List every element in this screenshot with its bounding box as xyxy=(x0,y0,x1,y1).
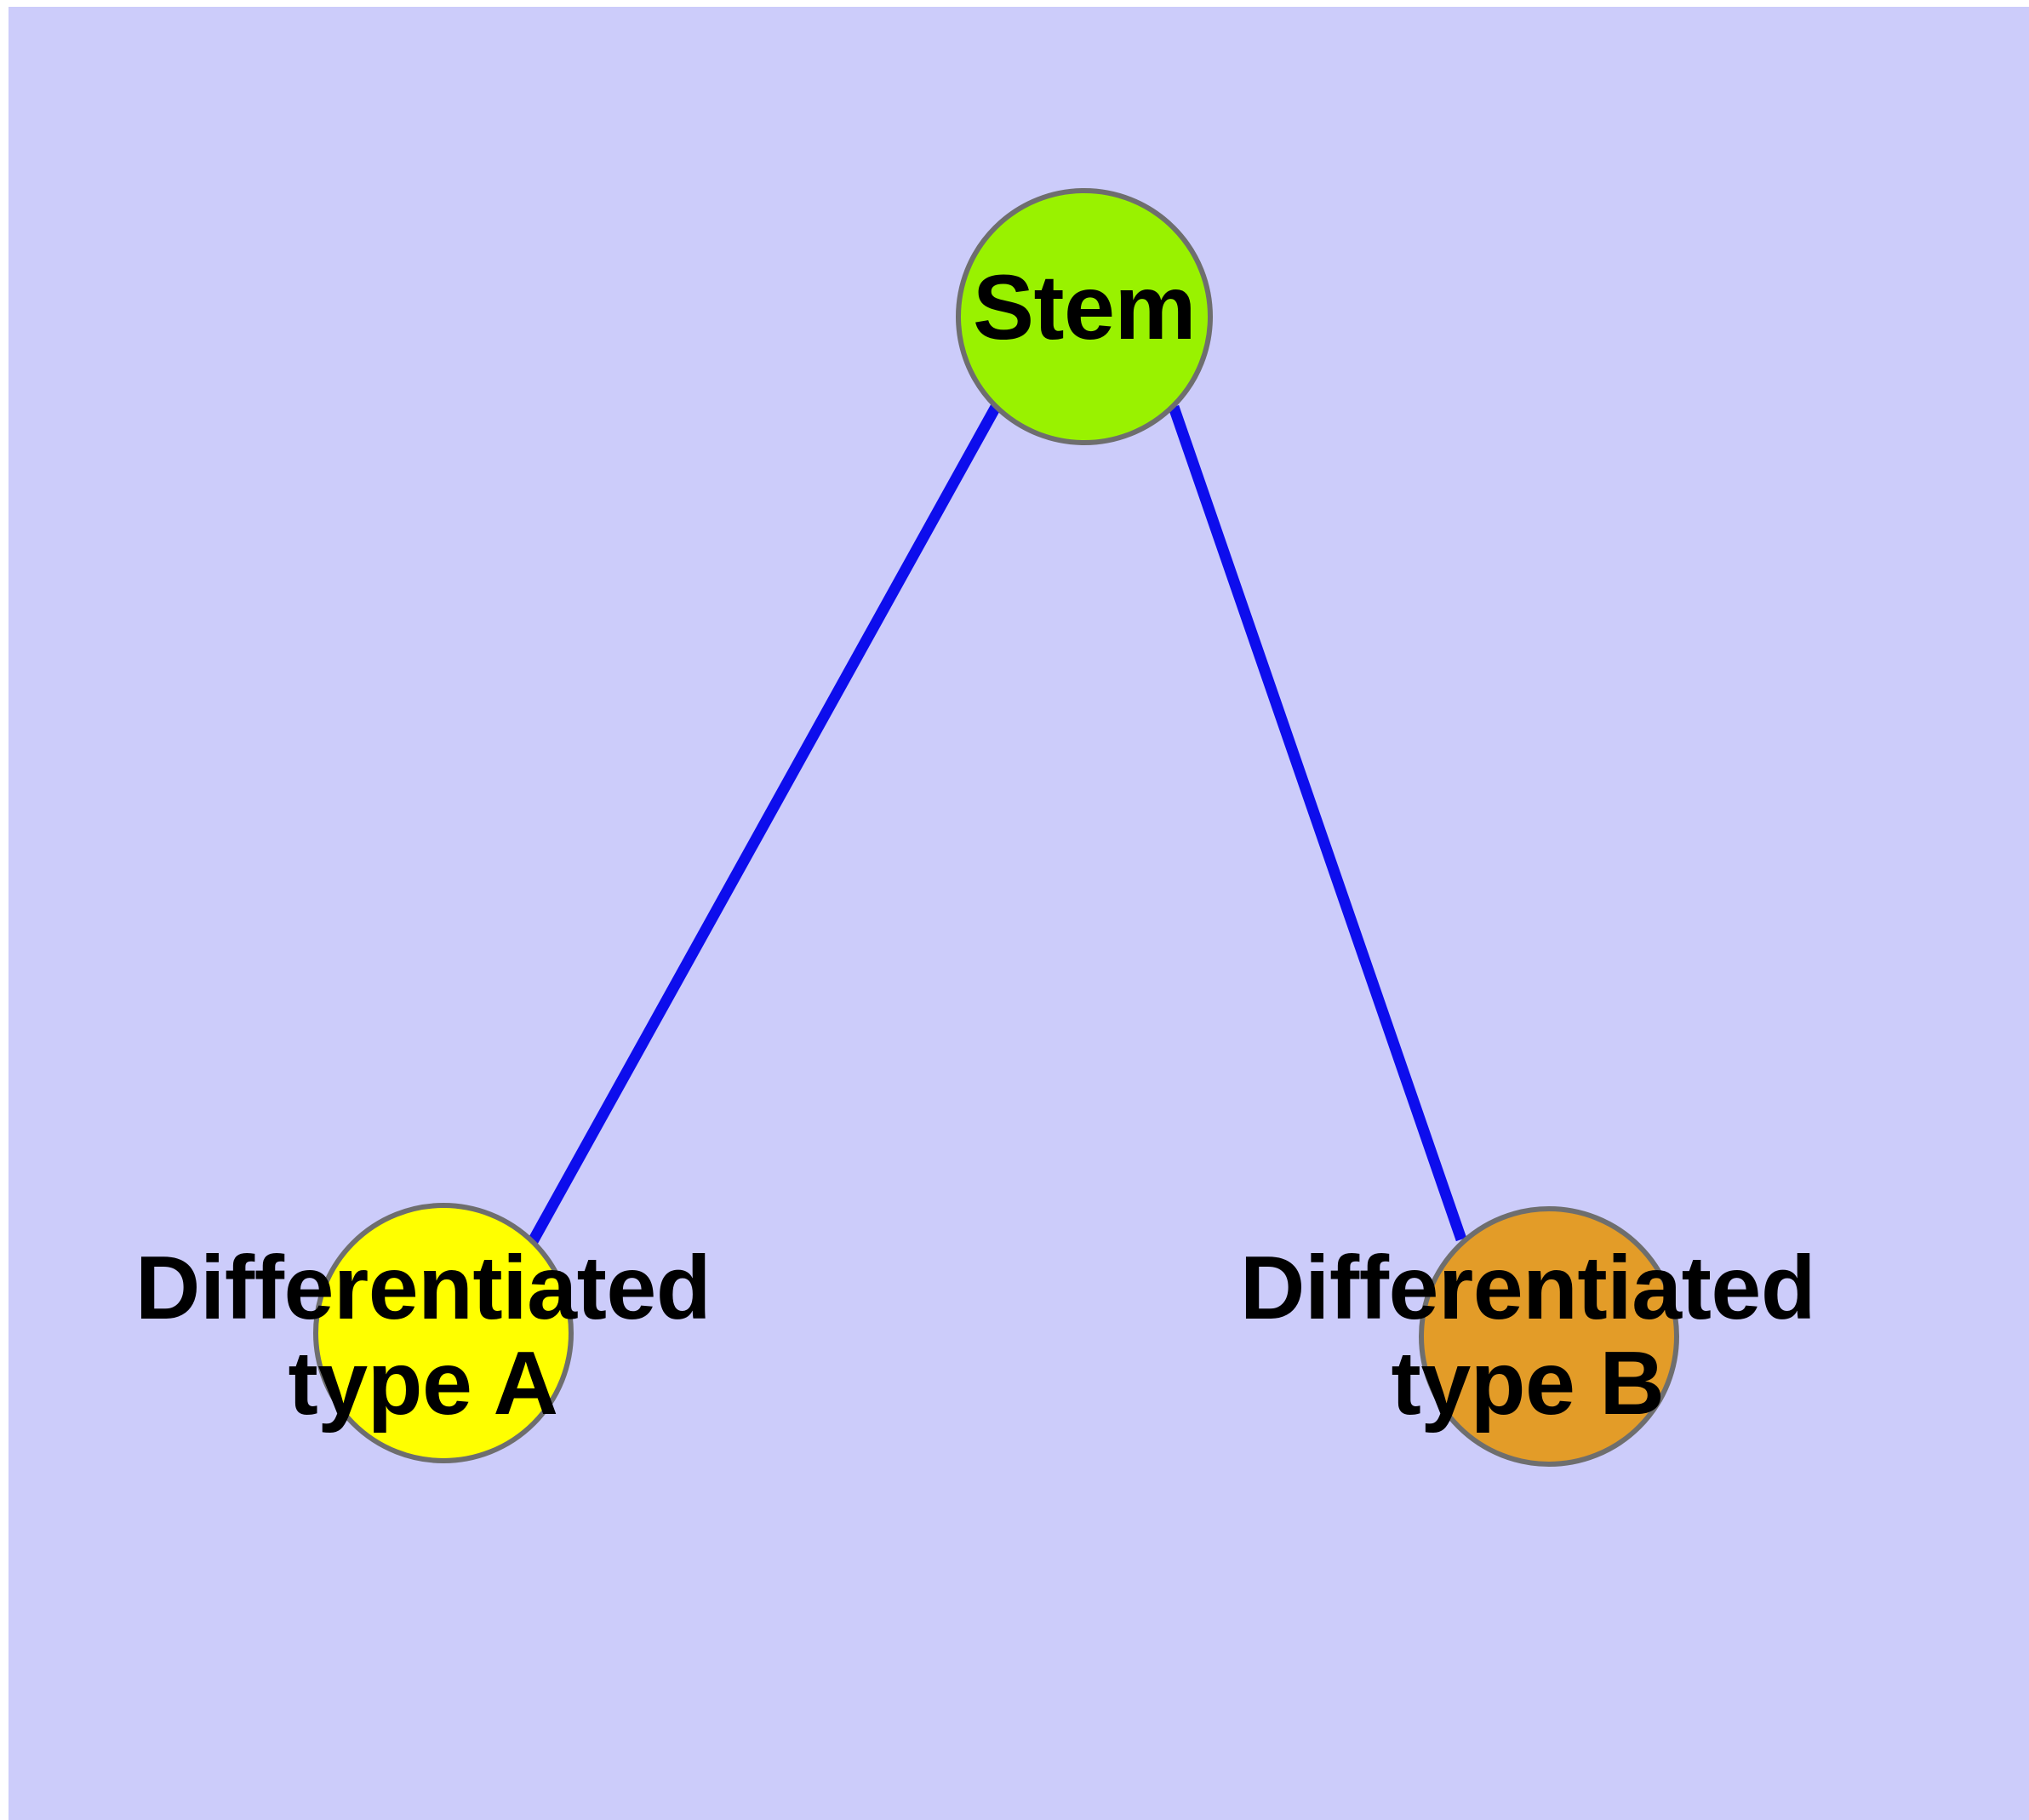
node-differentiated-type-a[interactable] xyxy=(313,1203,574,1463)
edge-stem-to-differentiated-type-b xyxy=(1168,404,1467,1242)
node-layer xyxy=(313,188,1679,1467)
edge-stem-to-differentiated-type-a xyxy=(527,403,1001,1246)
node-differentiated-type-b[interactable] xyxy=(1419,1206,1679,1467)
edge-layer xyxy=(527,403,1467,1246)
node-stem[interactable] xyxy=(956,188,1213,445)
